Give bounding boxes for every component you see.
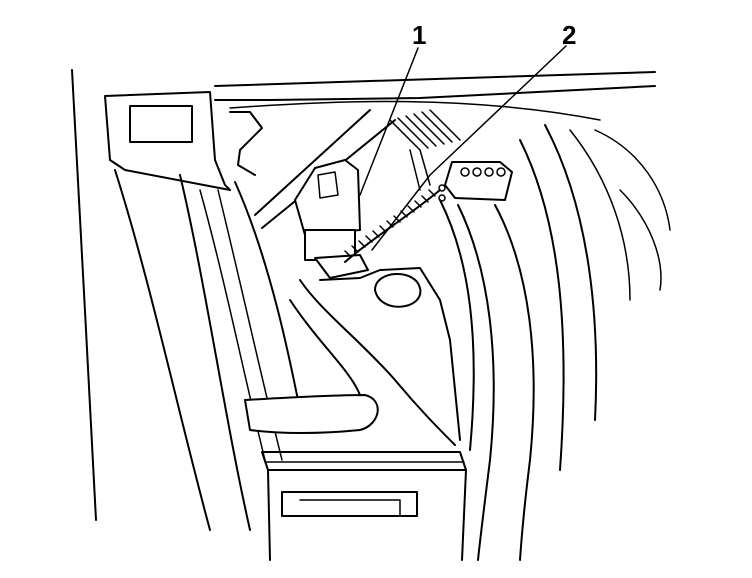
- harness-lower: [409, 149, 431, 191]
- terminal-5: [438, 184, 446, 192]
- pillar-curve-2: [179, 174, 251, 531]
- console-top: [261, 451, 467, 471]
- harness-wires: [389, 109, 461, 151]
- callout-2-leader: [371, 45, 567, 251]
- dash-curve-4: [519, 139, 565, 471]
- pillar-curve-5: [234, 181, 301, 411]
- pillar-curve-1: [114, 169, 211, 531]
- terminal-6: [438, 194, 446, 202]
- dash-top-edge-inner: [214, 85, 656, 101]
- dash-curve-7: [619, 189, 662, 291]
- dash-curve-1: [439, 199, 475, 451]
- dash-top-edge: [214, 71, 656, 87]
- duct-upper: [299, 279, 456, 446]
- callout-1-label: 1: [412, 20, 426, 50]
- terminal-4: [496, 167, 506, 177]
- dash-curve-3: [494, 204, 535, 561]
- terminal-3: [484, 167, 494, 177]
- terminal-2: [472, 167, 482, 177]
- dash-top-edge-lower: [229, 100, 601, 121]
- callout-1-leader: [359, 47, 419, 196]
- console-slot: [281, 491, 418, 517]
- callout-2-label: 2: [562, 20, 576, 50]
- coil-spirals: [344, 189, 436, 258]
- relay-base: [314, 254, 369, 279]
- relay-detail: [317, 171, 339, 199]
- bezel-switch: [129, 105, 193, 143]
- dash-curve-8: [594, 129, 671, 231]
- left-bezel: [104, 91, 231, 191]
- bracket-under: [319, 267, 461, 441]
- duct-lower: [289, 299, 361, 396]
- dash-curve-2: [457, 204, 495, 561]
- round-component: [374, 273, 422, 308]
- dash-curve-5: [544, 124, 598, 421]
- console-slot-inner: [299, 499, 401, 517]
- frame-diagonal: [254, 109, 371, 216]
- left-trim-line: [71, 69, 97, 521]
- console-body: [267, 469, 467, 561]
- duct-elbow: [244, 394, 379, 434]
- frame-brace: [229, 111, 263, 176]
- terminal-1: [460, 167, 470, 177]
- dash-curve-6: [569, 129, 631, 301]
